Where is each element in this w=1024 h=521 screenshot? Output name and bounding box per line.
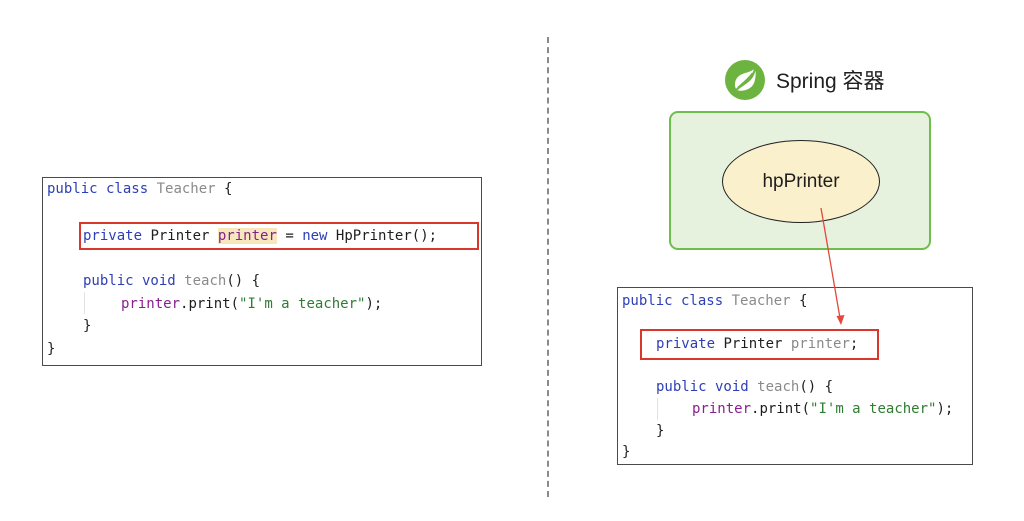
code-line-print-call: printer.print("I'm a teacher"); bbox=[692, 400, 953, 418]
code-text: () { bbox=[799, 379, 834, 395]
field-name: printer bbox=[217, 228, 277, 244]
code-line-method-decl: public void teach() { bbox=[83, 272, 260, 290]
method-name: teach bbox=[184, 273, 227, 289]
method-name: teach bbox=[757, 379, 800, 395]
dashed-divider bbox=[547, 37, 549, 497]
code-line-close-class: } bbox=[47, 341, 56, 357]
string-literal: "I'm a teacher" bbox=[810, 401, 937, 417]
code-text: = bbox=[276, 228, 303, 244]
string-literal: "I'm a teacher" bbox=[239, 296, 366, 312]
spring-container-title: Spring 容器 bbox=[724, 58, 885, 102]
code-text: ); bbox=[936, 401, 954, 417]
indent-guide bbox=[657, 398, 658, 420]
field-name: printer bbox=[790, 336, 850, 352]
code-line-close-method: } bbox=[656, 423, 665, 439]
code-line-field-new: private Printer printer = new HpPrinter(… bbox=[83, 227, 437, 245]
code-text: .print( bbox=[751, 401, 811, 417]
bean-label: hpPrinter bbox=[762, 170, 840, 192]
code-text: HpPrinter(); bbox=[327, 228, 438, 244]
code-line-close-class: } bbox=[622, 444, 631, 460]
right-code-panel: public class Teacher { private Printer p… bbox=[617, 287, 973, 465]
code-line-class-decl: public class Teacher { bbox=[622, 292, 807, 310]
keyword: public class bbox=[622, 293, 724, 309]
highlight-red-box bbox=[640, 329, 879, 360]
code-text: () { bbox=[226, 273, 261, 289]
code-text: .print( bbox=[180, 296, 240, 312]
class-name: Teacher bbox=[731, 293, 791, 309]
code-text: { bbox=[790, 293, 808, 309]
type-name: Printer bbox=[142, 228, 218, 244]
code-text: { bbox=[215, 181, 233, 197]
code-line-print-call: printer.print("I'm a teacher"); bbox=[121, 295, 382, 313]
code-text: ; bbox=[849, 336, 859, 352]
type-name: Printer bbox=[715, 336, 791, 352]
bean-hpprinter: hpPrinter bbox=[722, 140, 880, 223]
code-line-class-decl: public class Teacher { bbox=[47, 180, 232, 198]
code-line-field-decl: private Printer printer; bbox=[656, 335, 858, 353]
keyword: new bbox=[302, 228, 328, 244]
keyword: private bbox=[656, 336, 716, 352]
left-code-panel: public class Teacher { private Printer p… bbox=[42, 177, 482, 366]
spring-title-label: Spring 容器 bbox=[776, 70, 885, 93]
field-name: printer bbox=[692, 401, 752, 417]
keyword: public class bbox=[47, 181, 149, 197]
indent-guide bbox=[84, 292, 85, 314]
field-name: printer bbox=[121, 296, 181, 312]
class-name: Teacher bbox=[156, 181, 216, 197]
keyword: private bbox=[83, 228, 143, 244]
spring-leaf-icon bbox=[725, 60, 765, 100]
code-line-method-decl: public void teach() { bbox=[656, 378, 833, 396]
highlight-red-box bbox=[79, 222, 479, 250]
keyword: public void bbox=[656, 379, 749, 395]
code-line-close-method: } bbox=[83, 318, 92, 334]
keyword: public void bbox=[83, 273, 176, 289]
code-text: ); bbox=[365, 296, 383, 312]
